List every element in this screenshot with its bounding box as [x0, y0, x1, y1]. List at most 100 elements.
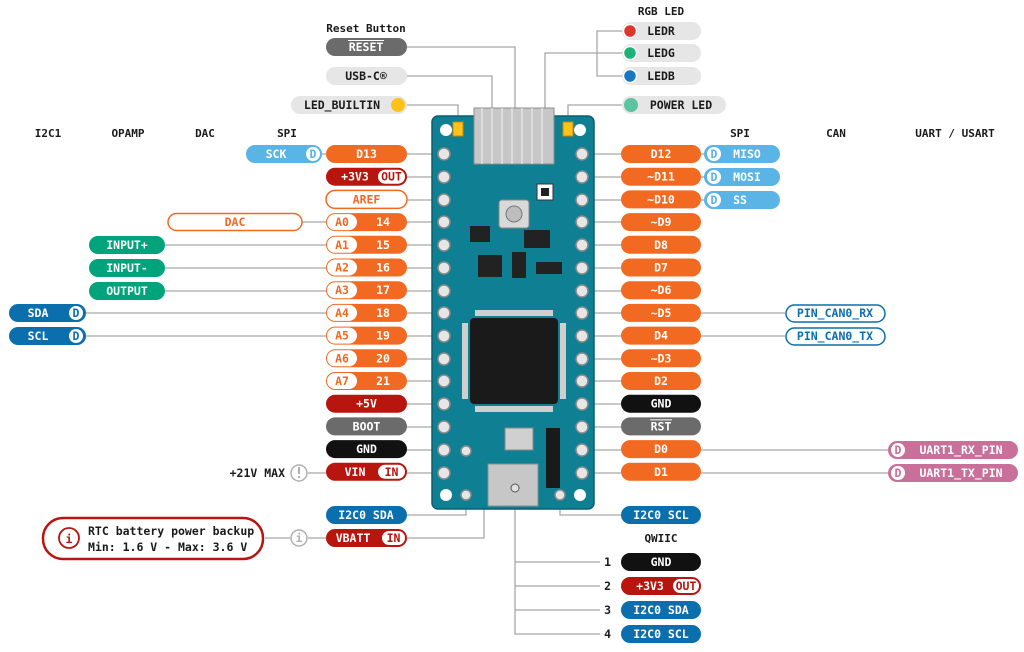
input-plus-pill: INPUT+ — [89, 236, 165, 254]
rtc-battery-note-box: i RTC battery power backup Min: 1.6 V - … — [41, 516, 265, 561]
miso-pill: D MISO — [704, 145, 780, 163]
qwiic-pin-badge: OUT — [676, 579, 697, 593]
i2c0-scl-pill: I2C0 SCL — [621, 506, 701, 524]
left-pin-number: 21 — [376, 374, 390, 388]
left-pin-label: A0 — [335, 215, 349, 229]
left-pin-label: D13 — [356, 147, 377, 161]
ss-pill: D SS — [704, 191, 780, 209]
left-pin-3: AREF — [325, 189, 408, 210]
header-can: CAN — [826, 127, 846, 140]
right-pin-label: ~D3 — [651, 351, 672, 365]
miso-label: MISO — [733, 147, 761, 161]
left-pin-label: BOOT — [353, 419, 381, 433]
can-tx-label: PIN_CAN0_TX — [797, 329, 873, 344]
ledr-pill: LEDR — [622, 22, 701, 40]
reset-pill: RESET — [326, 38, 407, 56]
input-minus-label: INPUT- — [106, 261, 148, 275]
ledg-label: LEDG — [647, 46, 675, 60]
left-pin-label: VIN — [345, 465, 366, 479]
mosi-label: MOSI — [733, 170, 761, 184]
warning-icon — [290, 464, 308, 482]
left-pin-badge: OUT — [381, 170, 402, 184]
mcu-chip — [470, 318, 558, 404]
right-pin-15: D1 — [621, 462, 701, 481]
reset-label: RESET — [349, 40, 384, 54]
left-pin-15: VIN IN — [326, 462, 407, 481]
sda-label: SDA — [28, 306, 49, 320]
mosi-d-badge: D — [711, 170, 718, 184]
sck-label-pill: SCK D — [246, 145, 322, 163]
scl-d-badge: D — [73, 329, 80, 343]
blue-led-icon — [622, 68, 638, 84]
qwiic-pin-label: GND — [651, 555, 672, 569]
output-pill: OUTPUT — [89, 282, 165, 300]
right-pin-10: ~D3 — [621, 349, 701, 368]
header-i2c1: I2C1 — [35, 127, 62, 140]
scl-pill: SCL D — [9, 327, 86, 345]
ledb-pill: LEDB — [622, 67, 701, 85]
mosi-pill: D MOSI — [704, 168, 780, 186]
arduino-nano-board — [431, 107, 595, 510]
left-pin-12: +5V — [326, 394, 407, 413]
uart-rx-pill: D UART1_RX_PIN — [888, 441, 1018, 459]
can-rx-pill: PIN_CAN0_RX — [785, 304, 886, 323]
right-pin-label: D4 — [654, 329, 668, 343]
right-pin-label: D0 — [654, 442, 668, 456]
svg-text:i: i — [66, 532, 73, 546]
left-pin-number: 15 — [376, 238, 390, 252]
vbatt-in-badge: IN — [387, 531, 401, 545]
sck-d-badge: D — [310, 147, 317, 161]
rtc-note-line1: RTC battery power backup — [88, 524, 254, 538]
right-pin-4: ~D9 — [621, 213, 701, 232]
right-pin-14: D0 — [621, 440, 701, 459]
right-pin-label: D2 — [654, 374, 668, 388]
qwiic-pin-number: 4 — [604, 627, 611, 641]
left-pin-label: AREF — [353, 192, 381, 206]
can-rx-label: PIN_CAN0_RX — [797, 306, 873, 321]
svg-text:i: i — [296, 531, 303, 545]
led-builtin-light — [452, 121, 464, 137]
header-dac: DAC — [195, 127, 215, 140]
right-pin-13: RST — [621, 417, 701, 436]
usb-c-connector — [473, 107, 555, 165]
left-pin-number: 20 — [376, 351, 390, 365]
header-spi-right: SPI — [730, 127, 750, 140]
scl-label: SCL — [28, 329, 49, 343]
vbatt-label: VBATT — [336, 531, 371, 545]
right-pin-label: D12 — [651, 147, 672, 161]
left-pin-label: +3V3 — [341, 170, 369, 184]
left-pin-label: A7 — [335, 374, 349, 388]
left-pin-number: 19 — [376, 329, 390, 343]
i2c0-scl-label: I2C0 SCL — [633, 508, 688, 522]
right-pin-5: D8 — [621, 235, 701, 254]
led-builtin-pill: LED_BUILTIN — [291, 96, 407, 114]
ss-label: SS — [733, 193, 747, 207]
info-icon: i — [58, 527, 80, 549]
left-pin-2: +3V3 OUT — [326, 167, 407, 186]
i2c0-sda-label: I2C0 SDA — [338, 508, 393, 522]
ledr-label: LEDR — [647, 24, 675, 38]
right-pin-7: ~D6 — [621, 281, 701, 300]
ledb-label: LEDB — [647, 69, 675, 83]
right-pin-11: D2 — [621, 372, 701, 390]
right-pin-label: D7 — [654, 261, 668, 275]
uart-tx-d-badge: D — [895, 466, 902, 480]
usbc-pill: USB-C® — [326, 67, 407, 85]
header-uart: UART / USART — [915, 127, 995, 140]
right-pin-12: GND — [621, 394, 701, 413]
left-pin-number: 17 — [376, 283, 390, 297]
left-pin-label: +5V — [356, 397, 377, 411]
right-pin-label: ~D6 — [651, 283, 672, 297]
right-pin-1: D12 — [621, 145, 701, 163]
right-pin-label: ~D5 — [651, 306, 672, 320]
left-pin-badge: IN — [385, 465, 399, 479]
header-opamp: OPAMP — [111, 127, 144, 140]
uart-rx-d-badge: D — [895, 443, 902, 457]
